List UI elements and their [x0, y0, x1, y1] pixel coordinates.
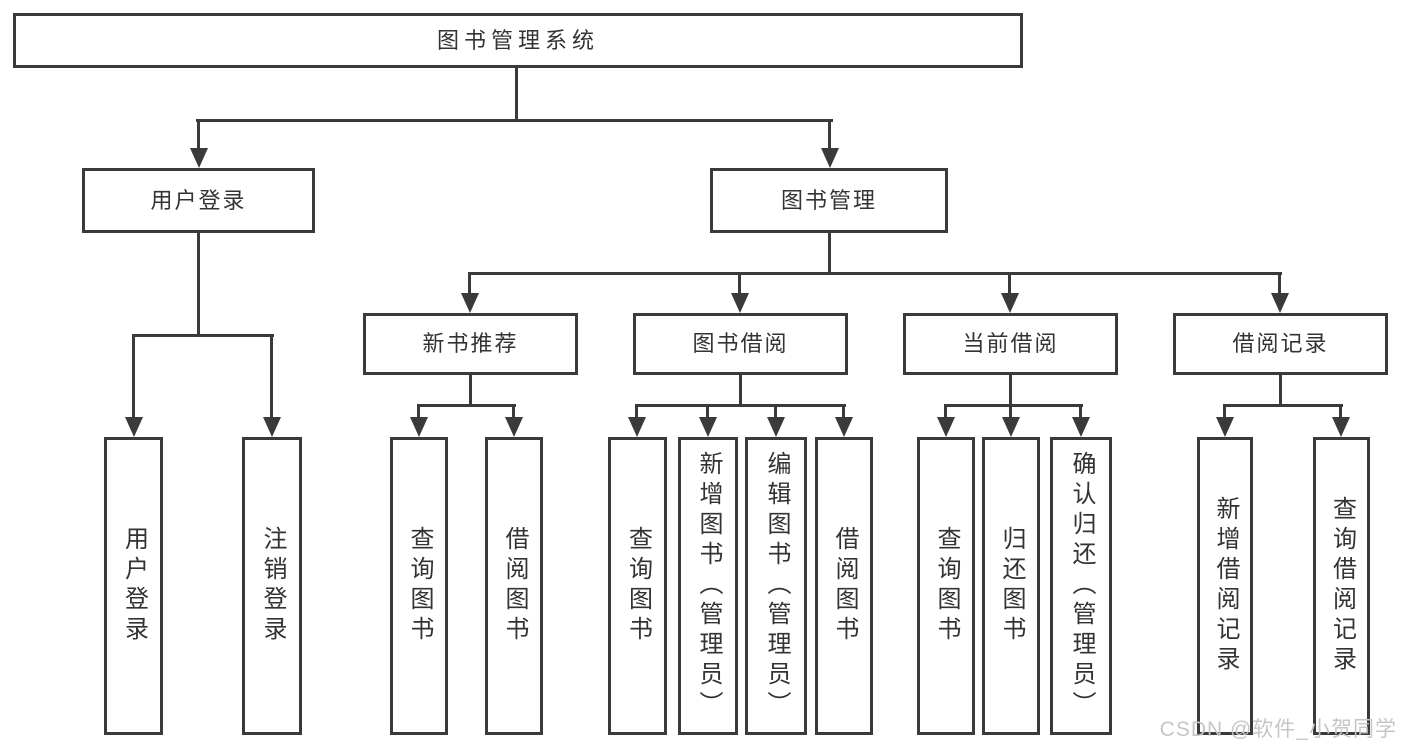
connector-user-login-split — [132, 334, 274, 337]
leaf-bb-query-books: 查询图书 — [608, 437, 667, 735]
arrow-to-new-book-recommend — [468, 272, 471, 293]
arrow-to-leaf-logout — [270, 334, 273, 417]
leaf-user-login: 用户登录 — [104, 437, 163, 735]
leaf-cb-return-books: 归还图书 — [982, 437, 1040, 735]
arrow-to-br-query-record — [1339, 404, 1342, 417]
node-book-management-branch: 图书管理 — [710, 168, 948, 233]
connector-root-stem — [515, 68, 518, 122]
arrow-to-leaf-user-login — [132, 334, 135, 417]
arrow-to-bb-edit-books — [774, 404, 777, 417]
connector-book-borrow-stem — [739, 375, 742, 407]
leaf-bb-add-books-admin: 新增图书（管理员） — [678, 437, 738, 735]
arrow-to-cb-return-books — [1009, 404, 1012, 417]
arrow-to-user-login — [197, 119, 200, 148]
node-system-root: 图书管理系统 — [13, 13, 1023, 68]
arrow-to-book-borrow — [738, 272, 741, 293]
leaf-nb-query-books: 查询图书 — [390, 437, 448, 735]
arrow-to-br-add-record — [1223, 404, 1226, 417]
node-user-login-branch: 用户登录 — [82, 168, 315, 233]
arrow-to-cb-confirm-return — [1079, 404, 1082, 417]
node-current-borrow: 当前借阅 — [903, 313, 1118, 375]
leaf-bb-edit-books-admin: 编辑图书（管理员） — [745, 437, 807, 735]
csdn-watermark: CSDN @软件_小贺同学 — [1159, 718, 1397, 741]
leaf-cb-query-books: 查询图书 — [917, 437, 975, 735]
arrow-to-bb-add-books — [706, 404, 709, 417]
node-new-book-recommend: 新书推荐 — [363, 313, 578, 375]
connector-new-book-split — [417, 404, 516, 407]
arrow-to-book-management — [828, 119, 831, 148]
connector-current-borrow-split — [944, 404, 1083, 407]
connector-user-login-stem — [197, 233, 200, 337]
leaf-bb-borrow-books: 借阅图书 — [815, 437, 873, 735]
arrow-to-nb-borrow-books — [512, 404, 515, 417]
arrow-to-cb-query-books — [944, 404, 947, 417]
leaf-logout: 注销登录 — [242, 437, 302, 735]
node-borrow-records: 借阅记录 — [1173, 313, 1388, 375]
arrow-to-bb-query-books — [635, 404, 638, 417]
connector-book-management-split — [468, 272, 1282, 275]
connector-borrow-records-split — [1223, 404, 1343, 407]
connector-current-borrow-stem — [1009, 375, 1012, 407]
leaf-br-query-record: 查询借阅记录 — [1313, 437, 1370, 735]
leaf-nb-borrow-books: 借阅图书 — [485, 437, 543, 735]
connector-book-management-stem — [828, 233, 831, 275]
node-book-borrow: 图书借阅 — [633, 313, 848, 375]
connector-borrow-records-stem — [1279, 375, 1282, 407]
arrow-to-bb-borrow-books — [842, 404, 845, 417]
connector-book-borrow-split — [635, 404, 846, 407]
arrow-to-nb-query-books — [417, 404, 420, 417]
leaf-cb-confirm-return-admin: 确认归还（管理员） — [1050, 437, 1112, 735]
leaf-br-add-record: 新增借阅记录 — [1197, 437, 1253, 735]
arrow-to-current-borrow — [1008, 272, 1011, 293]
arrow-to-borrow-records — [1278, 272, 1281, 293]
connector-root-split — [196, 119, 833, 122]
connector-new-book-stem — [469, 375, 472, 407]
